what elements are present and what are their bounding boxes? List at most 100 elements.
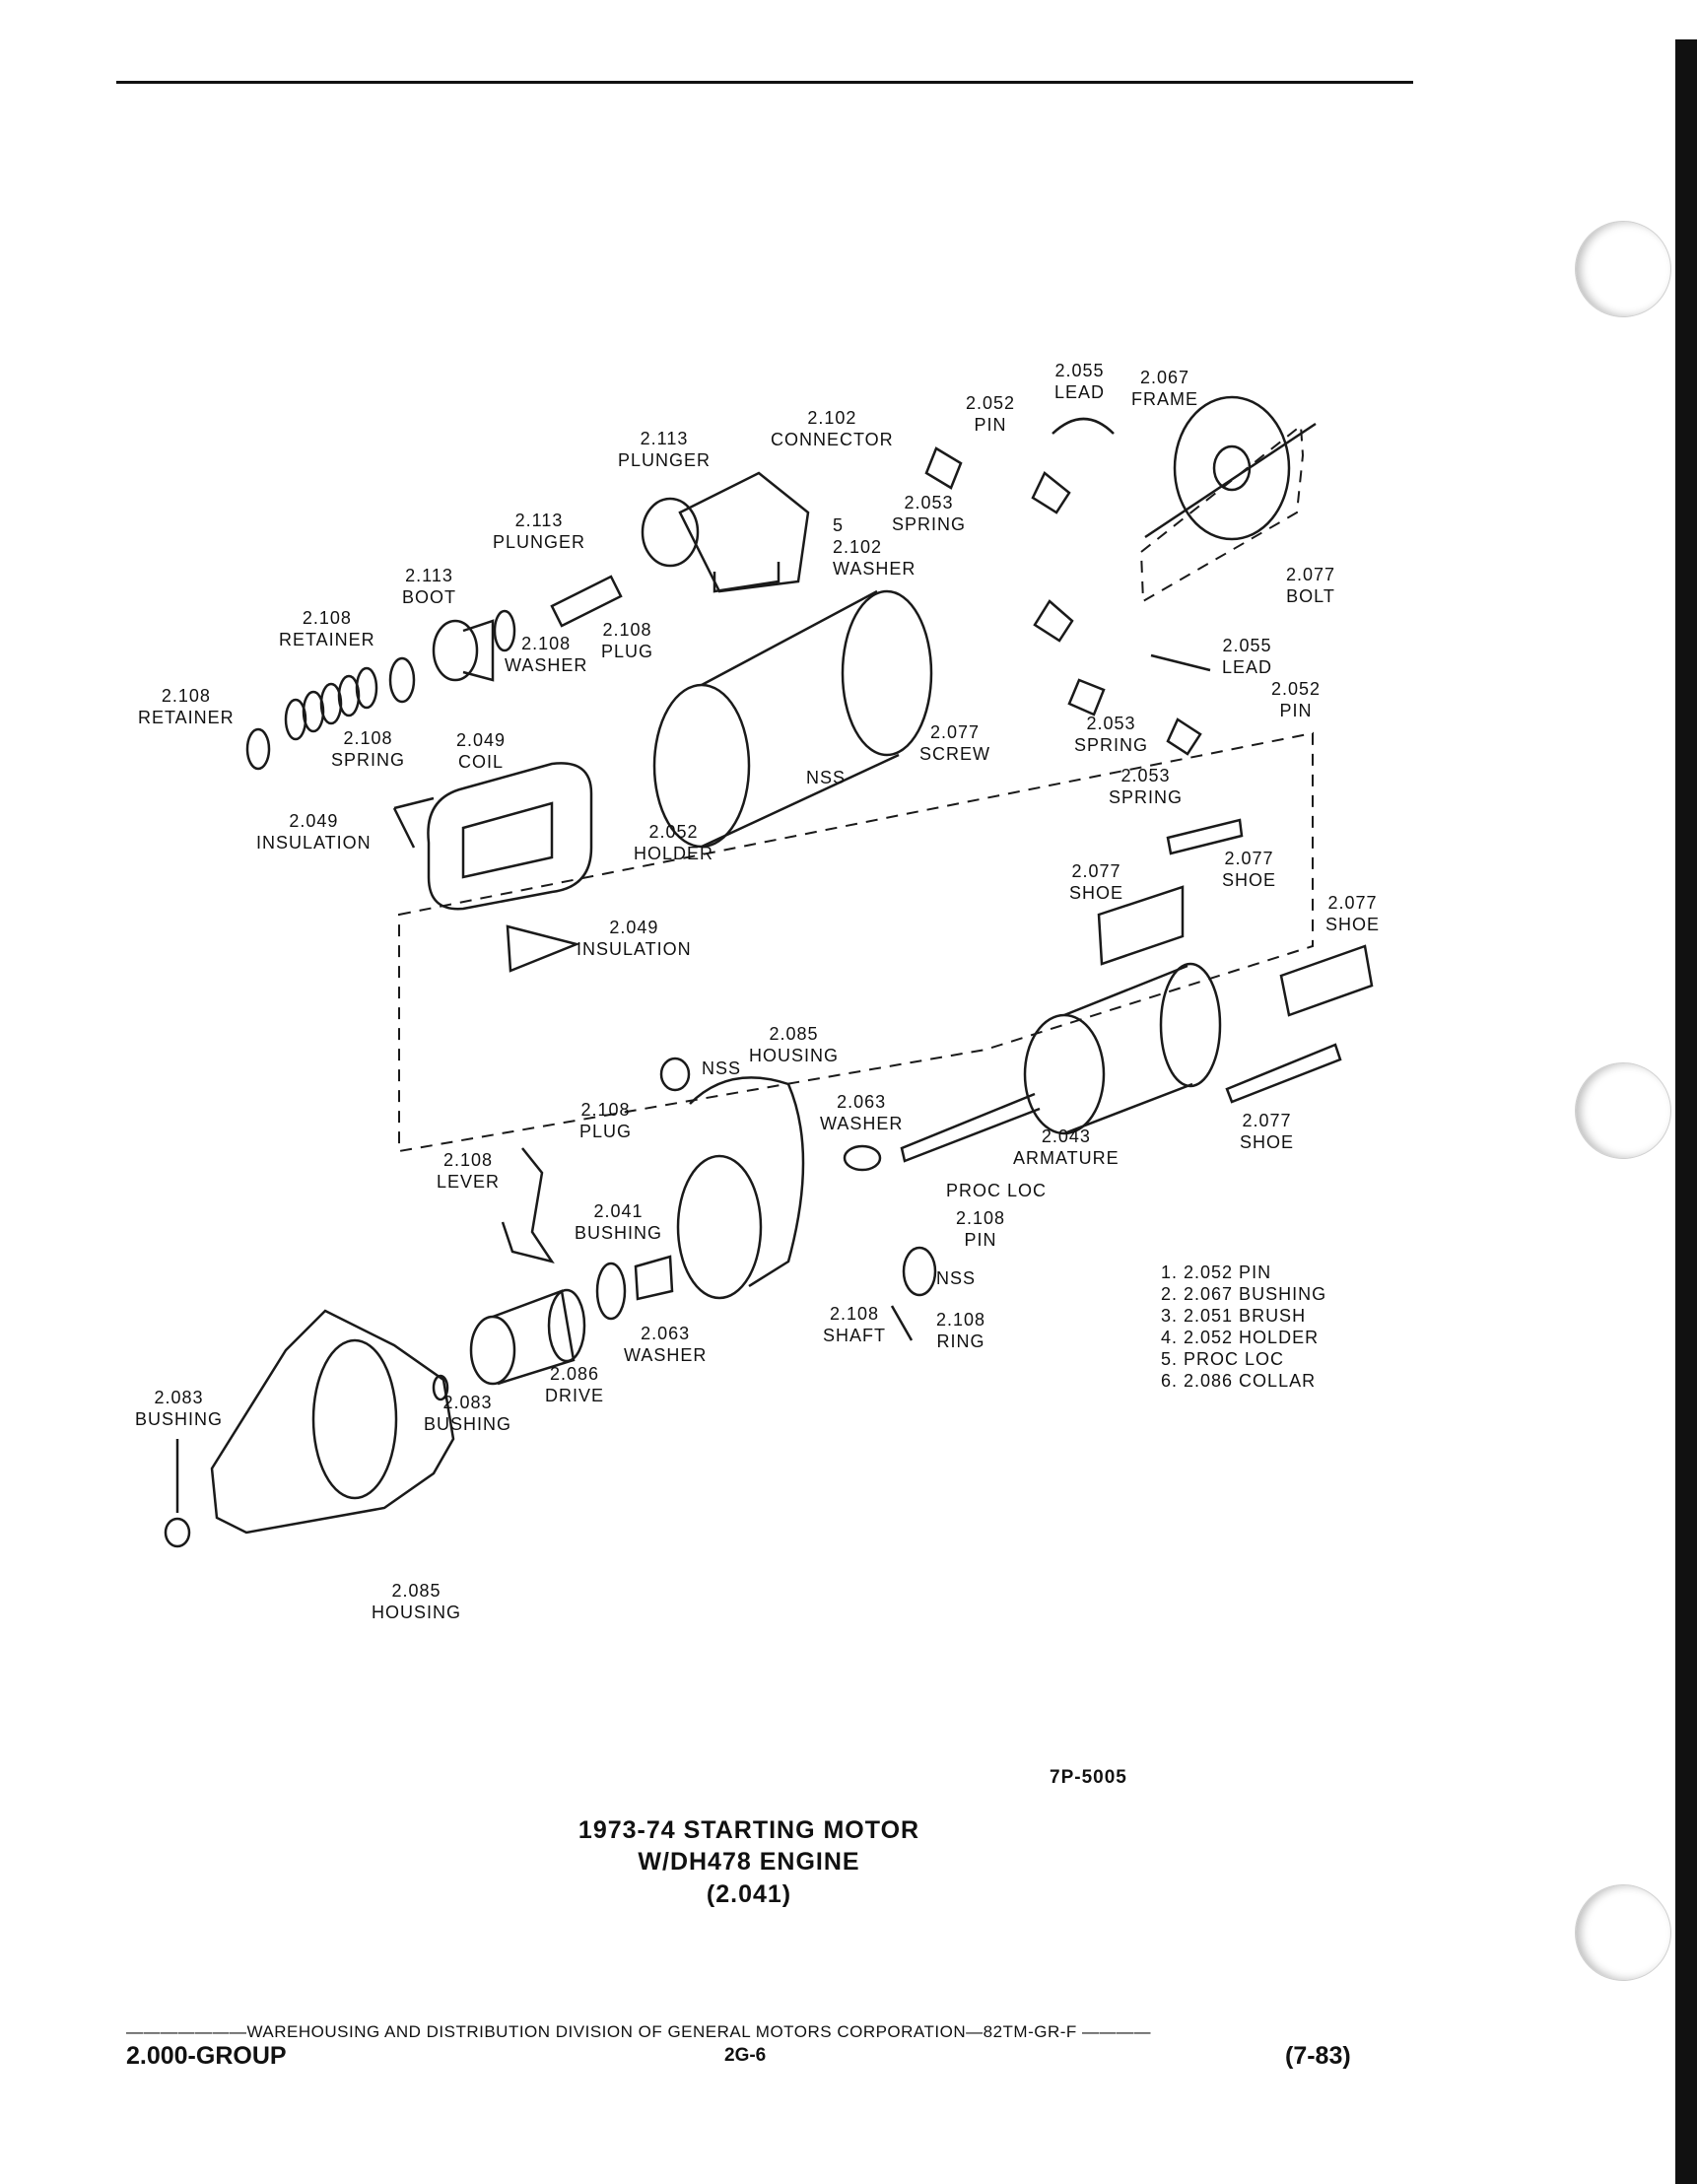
pole-shoe-drawing — [1166, 818, 1244, 855]
callout-nss-2: NSS — [702, 1058, 742, 1078]
retainer-drawing — [245, 727, 271, 771]
shaft-drawing — [890, 1305, 914, 1341]
through-bolt-drawing — [1144, 422, 1317, 539]
callout-nss: NSS — [806, 768, 847, 787]
nss-plug-drawing — [659, 1057, 691, 1092]
bolt-dashed-boundary — [1140, 424, 1305, 603]
top-rule — [116, 81, 1413, 84]
footer-group: 2.000-GROUP — [126, 2042, 287, 2070]
binder-hole — [1575, 1884, 1671, 1981]
collar-drawing — [432, 1374, 449, 1401]
field-coil-dashed-boundary — [398, 731, 1314, 1153]
figure-title-line3: (2.041) — [706, 1880, 792, 1908]
legend-item: 6. 2.086 COLLAR — [1161, 1371, 1317, 1391]
callout-nss-3: NSS — [936, 1268, 977, 1288]
armature-drawing — [900, 962, 1222, 1163]
binder-hole — [1575, 221, 1671, 317]
commutator-frame-drawing — [1173, 395, 1291, 541]
spring-drawing — [284, 666, 378, 741]
field-coil-drawing — [427, 762, 593, 911]
parts-legend: 1. 2.052 PIN 2. 2.067 BUSHING 3. 2.051 B… — [1161, 1262, 1326, 1392]
solenoid-drawing — [641, 471, 810, 593]
boot-drawing — [432, 619, 495, 682]
drive-housing-drawing — [676, 1076, 805, 1300]
figure-title-line2: W/DH478 ENGINE — [638, 1848, 860, 1876]
bushing-small-drawing — [164, 1517, 191, 1548]
lead-drawing — [1150, 653, 1211, 672]
legend-item: 4. 2.052 HOLDER — [1161, 1328, 1320, 1347]
ring-drawing — [902, 1246, 937, 1297]
washer-drawing — [843, 1144, 882, 1172]
plunger-drawing — [550, 575, 623, 628]
drive-drawing — [469, 1288, 586, 1386]
washers-drawing — [388, 609, 516, 704]
legend-item: 1. 2.052 PIN — [1161, 1263, 1272, 1282]
field-frame-drawing — [652, 589, 933, 849]
lead-top-drawing — [1052, 417, 1115, 435]
pole-shoe-drawing — [1225, 1043, 1342, 1104]
figure-code: 7P-5005 — [1050, 1767, 1127, 1788]
drive-end-housing-drawing — [210, 1309, 455, 1535]
footer-date: (7-83) — [1285, 2042, 1351, 2070]
callout-proc-loc: PROC LOC — [946, 1181, 1048, 1200]
legend-item: 3. 2.051 BRUSH — [1161, 1306, 1307, 1326]
pole-shoe-drawing — [1279, 944, 1374, 1017]
binder-hole — [1575, 1062, 1671, 1159]
shift-lever-drawing — [501, 1147, 555, 1263]
insulation-drawing — [392, 796, 435, 849]
pole-shoe-drawing — [1097, 885, 1185, 966]
page-edge-bar — [1675, 39, 1697, 2184]
footer-page-number: 2G-6 — [724, 2045, 767, 2066]
brush-holder-drawing — [924, 446, 1202, 756]
legend-item: 5. PROC LOC — [1161, 1349, 1285, 1369]
footer-division-line: ———————WAREHOUSING AND DISTRIBUTION DIVI… — [126, 2022, 1152, 2041]
bushing-drawing — [634, 1255, 674, 1301]
legend-item: 2. 2.067 BUSHING — [1161, 1284, 1327, 1304]
thrust-washer-drawing — [595, 1262, 627, 1321]
figure-title-line1: 1973-74 STARTING MOTOR — [577, 1816, 920, 1844]
